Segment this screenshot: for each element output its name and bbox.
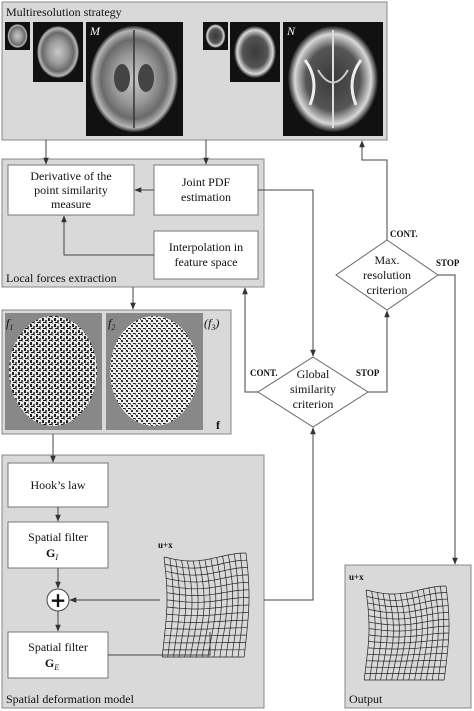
sum-node: + [46,588,70,612]
output-panel: u+x Output [344,564,472,709]
local-forces-panel: Local forces extraction Derivative of th… [1,158,265,288]
grid-line [367,653,448,656]
svg-text:similarity: similarity [290,382,336,396]
max-resolution-diamond: Max. resolution criterion CONT. STOP [335,229,460,311]
svg-text:Max.: Max. [375,253,400,267]
svg-text:Spatial filter: Spatial filter [28,640,88,654]
grid-line [367,646,449,650]
grid-line [243,552,250,658]
label-n: N [286,24,296,38]
max-cont-label: CONT. [390,229,418,239]
grid-line [414,590,423,681]
grid-line [366,659,447,662]
grid-line [368,632,449,638]
svg-text:criterion: criterion [293,397,334,411]
local-forces-title: Local forces extraction [6,271,117,285]
grid-line [237,553,244,658]
svg-text:Derivative of the: Derivative of the [30,169,111,183]
deformation-grid [161,552,250,658]
svg-text:feature space: feature space [175,255,238,269]
global-stop-label: STOP [356,368,380,378]
grid-line [213,557,222,658]
hooks-law-box: Hook’s law [7,462,109,508]
grid-line [231,553,239,658]
t2-image-pyramid: N [203,22,383,136]
label-f3: (f3) [204,316,219,332]
grid-line [408,591,418,681]
connectors [43,140,458,656]
svg-text:Spatial filter: Spatial filter [28,530,88,544]
svg-text:Interpolation in: Interpolation in [169,240,243,254]
label-f1: f1 [6,316,13,332]
svg-text:Hook’s law: Hook’s law [31,478,86,492]
max-stop-label: STOP [436,258,460,268]
grid-line [164,634,247,637]
global-cont-label: CONT. [250,368,278,378]
interpolation-box: Interpolation in feature space [153,230,259,280]
grid-line [443,585,450,681]
joint-pdf-box: Joint PDF estimation [153,164,259,216]
label-f2: f2 [108,316,115,332]
spatial-filter-e-box: Spatial filter GE [7,631,109,679]
output-title: Output [349,692,383,706]
svg-text:estimation: estimation [181,190,231,204]
label-f-vector: f [216,418,221,432]
t1-image-pyramid: M [5,22,183,136]
svg-text:resolution: resolution [363,268,411,282]
svg-text:GI: GI [46,546,58,562]
output-grid [363,585,450,681]
grid-line [165,627,248,630]
svg-text:GE: GE [45,656,59,672]
spatial-filter-i-box: Spatial filter GI [7,521,109,569]
deformation-panel: Spatial deformation model Hook’s law Spa… [1,454,265,709]
grid-line [225,554,234,658]
global-criterion-diamond: Global similarity criterion CONT. STOP [250,356,380,428]
plus-symbol: + [50,588,67,612]
grid-line [431,586,439,681]
grid-line [165,619,248,623]
svg-text:point similarity: point similarity [34,183,108,197]
grid-line [420,589,429,681]
grid-line [219,556,228,658]
label-m: M [89,24,101,38]
svg-text:Joint PDF: Joint PDF [182,175,231,189]
derivative-box: Derivative of the point similarity measu… [7,164,135,216]
svg-text:measure: measure [51,197,91,211]
multiresolution-title: Multiresolution strategy [6,5,122,19]
forces-panel: f1 f2 (f3) f [1,309,232,435]
grid-line [437,586,445,681]
grid-line [207,558,217,658]
grid-line [166,604,249,610]
grid-line [368,639,449,644]
grid-line [166,612,249,617]
svg-text:Global: Global [297,367,330,381]
deformation-title: Spatial deformation model [6,692,135,706]
svg-text:criterion: criterion [367,283,408,297]
output-ux-label: u+x [349,572,364,582]
ux-label: u+x [158,540,173,550]
grid-line [426,587,434,681]
multiresolution-panel: Multiresolution strategy M N [1,1,388,141]
